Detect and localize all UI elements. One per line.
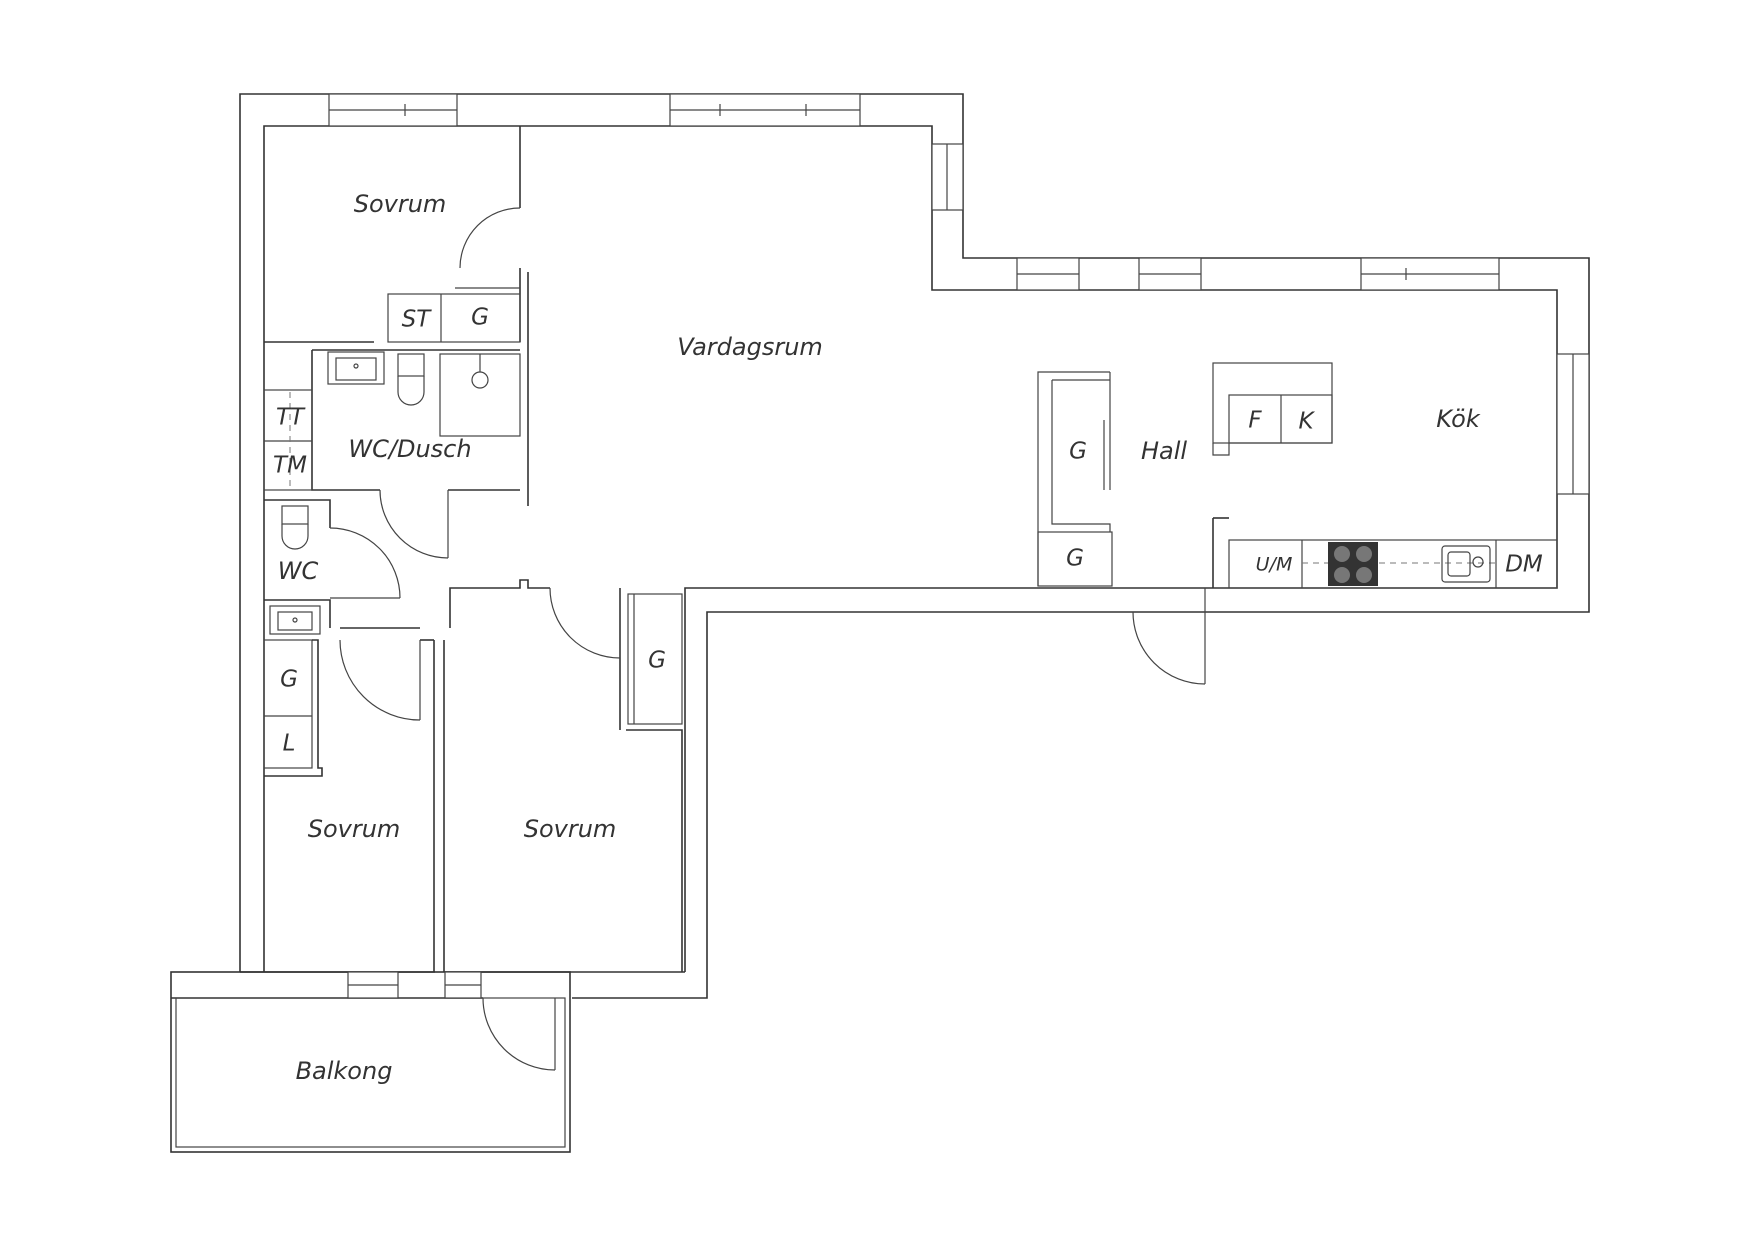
door-sovrum-left (339, 639, 421, 721)
label-st: ST (402, 307, 433, 333)
label-f: F (1248, 408, 1262, 434)
label-tt: TT (276, 405, 306, 431)
label-kok: Kök (1436, 405, 1481, 433)
kitchen-appliances (1328, 542, 1491, 586)
label-l: L (283, 731, 296, 757)
bathroom-fixtures (269, 351, 521, 635)
door-entrance (1132, 611, 1206, 685)
label-sovrum-top: Sovrum (354, 190, 447, 218)
label-g-top: G (471, 305, 489, 331)
label-balkong: Balkong (296, 1057, 393, 1085)
windows (328, 93, 1590, 999)
label-dm: DM (1505, 552, 1543, 578)
label-g-mid: G (648, 648, 666, 674)
door-sovrum-mid (549, 587, 621, 659)
label-vardagsrum: Vardagsrum (677, 333, 823, 361)
label-hall: Hall (1141, 437, 1187, 465)
door-wc (329, 527, 401, 599)
label-g-hall-low: G (1066, 546, 1084, 572)
fixture-labels: ST G TT TM G G F K U/M DM G L G (273, 305, 1543, 757)
door-balkong (482, 997, 556, 1071)
label-g-left: G (280, 667, 298, 693)
kitchen-sink-icon (1441, 545, 1491, 583)
door-sovrum-top (459, 207, 521, 269)
sink-icon (327, 351, 385, 385)
label-wc-dusch: WC/Dusch (348, 435, 471, 463)
label-um: U/M (1256, 554, 1293, 576)
interior-walls (263, 126, 1558, 972)
toilet-icon-wc (281, 505, 309, 525)
label-sovrum-mid: Sovrum (524, 815, 617, 843)
door-wc-dusch (379, 489, 449, 559)
label-sovrum-left: Sovrum (308, 815, 401, 843)
room-labels: Sovrum Vardagsrum WC/Dusch WC Hall Kök S… (278, 190, 1481, 1085)
doors (329, 207, 1206, 1071)
label-tm: TM (273, 453, 307, 479)
toilet-icon (397, 353, 425, 377)
sink-icon-wc (269, 605, 321, 635)
label-wc: WC (278, 557, 319, 585)
label-k: K (1298, 409, 1315, 435)
label-g-hall: G (1069, 439, 1087, 465)
